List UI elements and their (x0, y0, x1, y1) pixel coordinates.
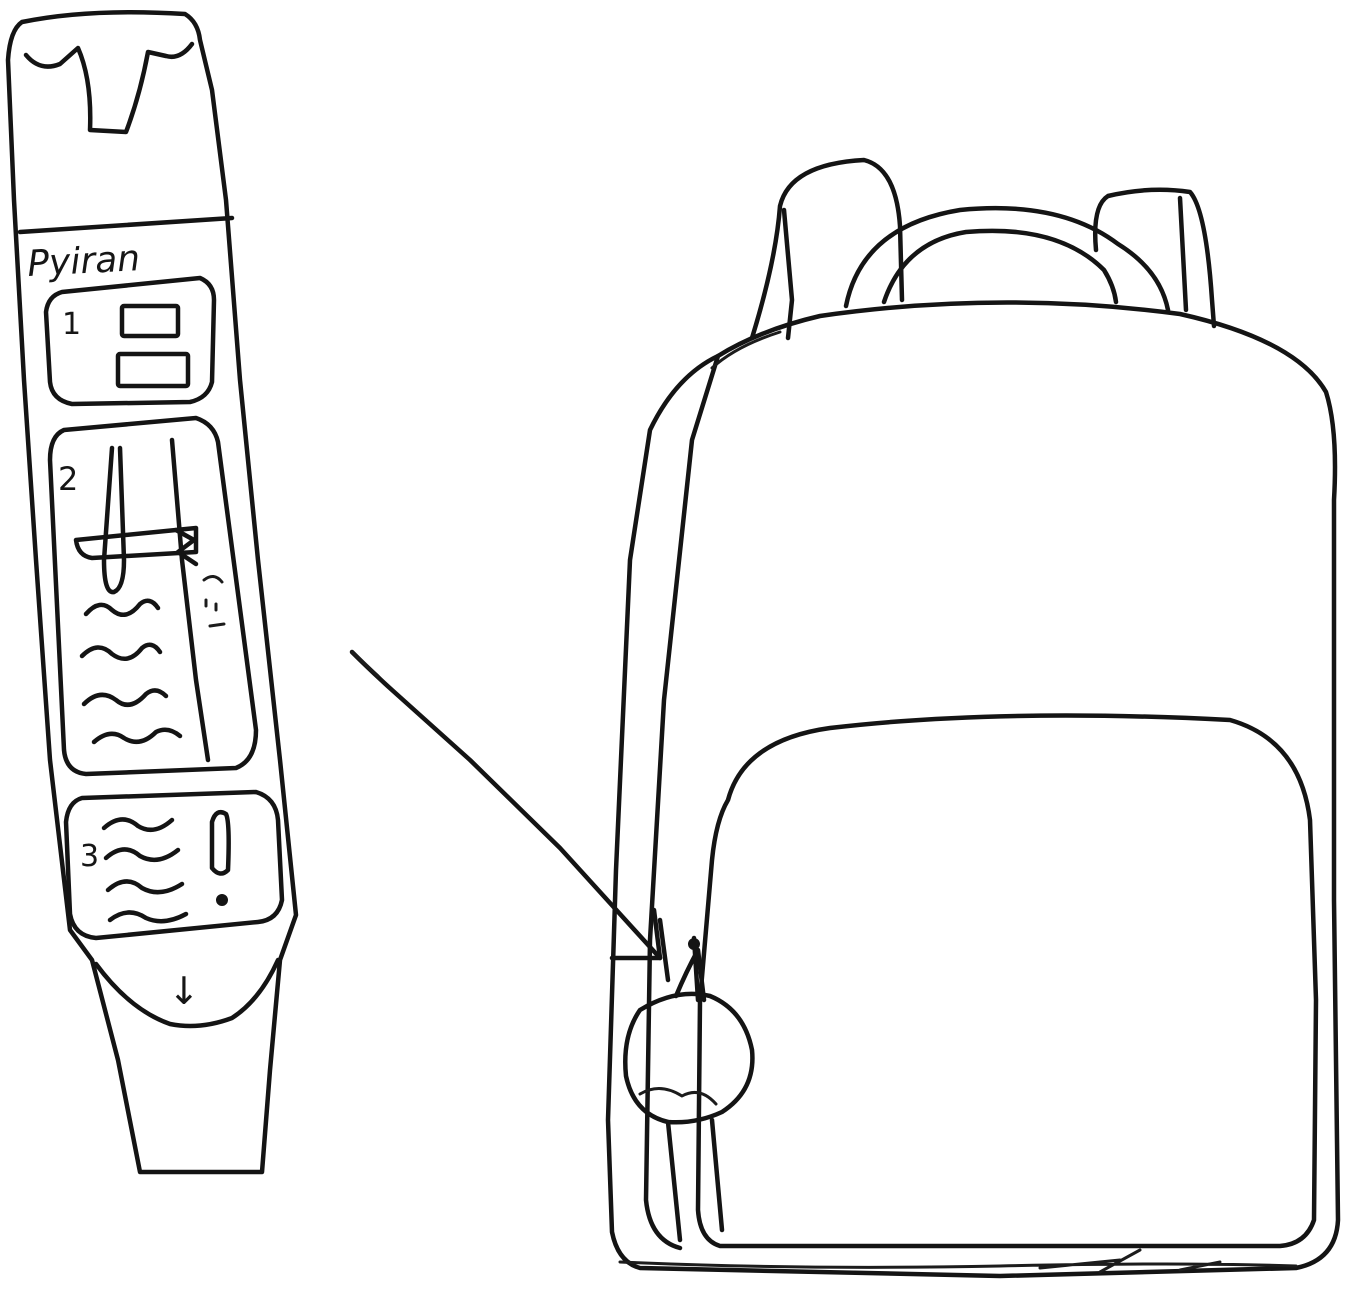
panel-3-text-line-2 (106, 849, 178, 859)
panel-2[interactable]: 2 (50, 418, 256, 774)
backpack-side-panel (646, 356, 718, 1248)
backpack-body (608, 302, 1338, 1276)
panel-2-number: 2 (58, 460, 78, 498)
panel-2-ripple-icon (204, 576, 224, 626)
panel-2-frame (50, 418, 256, 774)
scroll-down-arrow-icon: ↓ (168, 969, 200, 1013)
charm-pompom-crease (640, 1088, 716, 1104)
backpack (608, 160, 1338, 1276)
charm-pompom (625, 994, 752, 1122)
panel-3-text-line-1 (104, 819, 172, 829)
panel-3[interactable]: 3 (66, 792, 282, 938)
strap-device: Pyiran 1 2 3 (8, 12, 296, 1172)
carry-handle-inner (884, 231, 1116, 302)
left-strap-inner (784, 210, 792, 338)
right-strap-inner (1180, 198, 1186, 310)
lower-strap (668, 1120, 722, 1240)
device-title: Pyiran (26, 238, 141, 285)
backpack-side-edge (712, 332, 780, 368)
buckle-clip (26, 44, 192, 132)
alert-icon (212, 812, 229, 873)
panel-2-text-line-3 (84, 690, 166, 704)
panel-1-button-top[interactable] (122, 306, 178, 336)
panel-1[interactable]: 1 (46, 278, 214, 404)
panel-2-text-line-4 (94, 730, 180, 742)
scroll-down-handle[interactable]: ↓ (96, 960, 278, 1026)
panel-1-number: 1 (62, 307, 81, 342)
arrow-tail (352, 652, 378, 676)
panel-2-text-line-2 (82, 645, 160, 659)
panel-1-button-bottom[interactable] (118, 354, 188, 386)
panel-3-text-line-3 (108, 881, 182, 892)
panel-3-text-line-4 (110, 912, 186, 921)
panel-2-text-line-1 (86, 601, 158, 615)
panel-2-slider-line (172, 440, 208, 760)
panel-3-number: 3 (80, 839, 99, 874)
left-strap-top (752, 160, 902, 338)
panel-2-finger (104, 448, 124, 592)
mounted-device-dot (689, 939, 699, 949)
carry-handle (846, 208, 1168, 310)
strap-divider (20, 218, 232, 232)
front-pocket (698, 716, 1316, 1247)
alert-icon-dot (217, 895, 227, 905)
